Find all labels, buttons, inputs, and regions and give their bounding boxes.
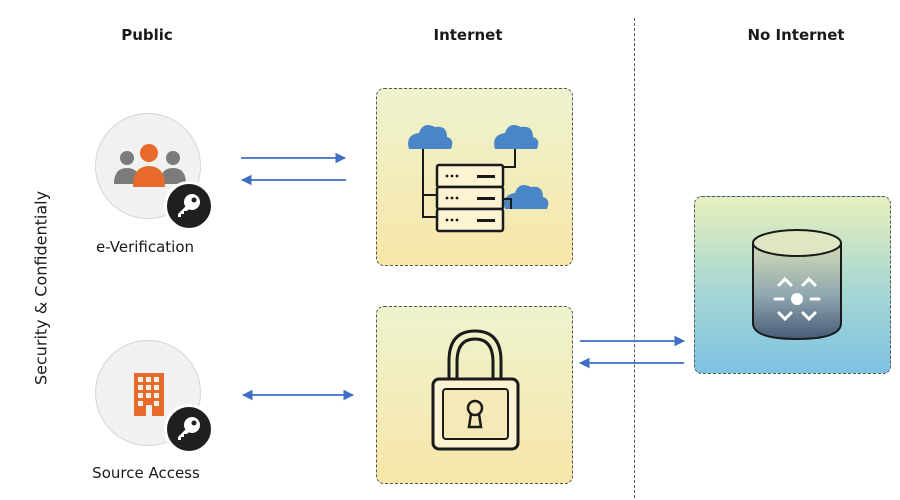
e-verification-label: e-Verification [95, 238, 195, 256]
source-access-label: Source Access [92, 464, 200, 482]
database-panel [694, 196, 891, 374]
column-title-public: Public [121, 26, 173, 44]
padlock-icon [431, 329, 520, 451]
key-icon [164, 404, 214, 454]
cloud-server-icon [408, 125, 549, 233]
e-verification-actor [95, 113, 201, 219]
padlock-panel [376, 306, 573, 484]
column-title-no-internet: No Internet [747, 26, 845, 44]
cloud-server-panel [376, 88, 573, 266]
database-icon [752, 229, 842, 341]
building-icon [134, 373, 164, 416]
column-title-internet: Internet [433, 26, 503, 44]
zone-divider [634, 18, 635, 498]
users-icon [114, 144, 186, 187]
key-icon [164, 181, 214, 231]
